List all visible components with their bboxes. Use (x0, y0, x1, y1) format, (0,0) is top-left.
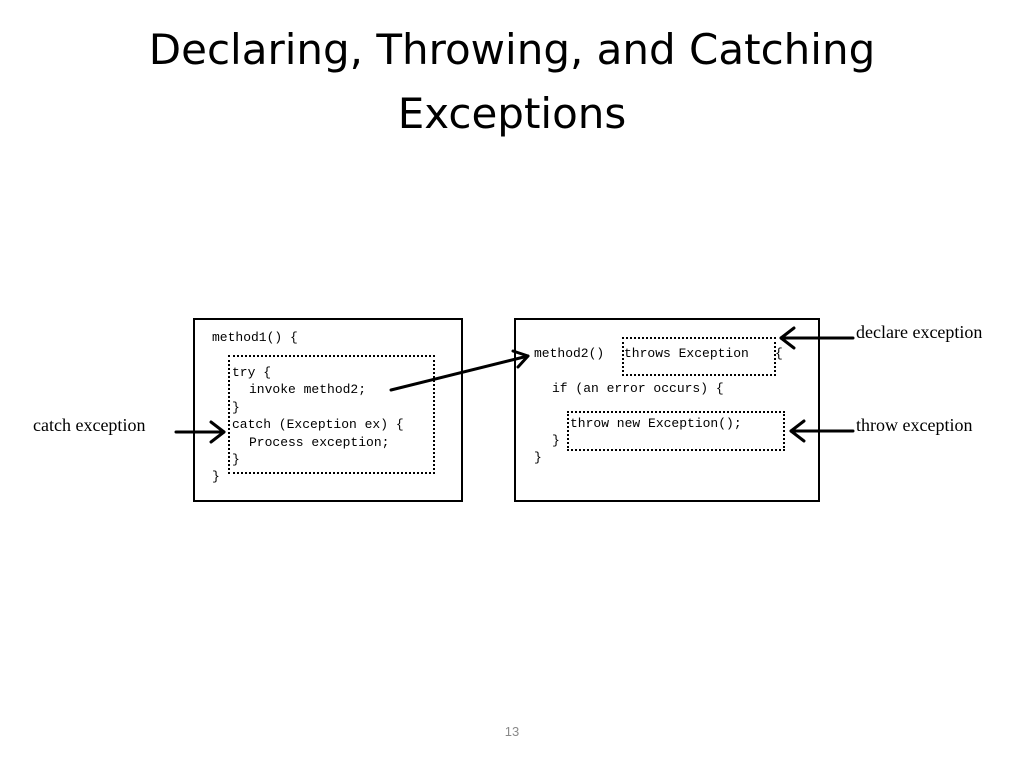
catch-arrow (174, 420, 226, 444)
if-line: if (an error occurs) { (552, 381, 724, 396)
try-catch-dotted-box (228, 355, 435, 474)
throw-exception-label: throw exception (856, 415, 973, 435)
invoke-line: invoke method2; (249, 382, 367, 397)
title-line-1: Declaring, Throwing, and Catching (148, 25, 876, 74)
method2-close-brace: } (534, 450, 542, 465)
declare-exception-label: declare exception (856, 322, 983, 342)
throw-line: throw new Exception(); (570, 416, 742, 431)
throws-clause-dotted-box (622, 337, 776, 376)
invoke-arrow (389, 349, 530, 392)
catch-exception-label: catch exception (33, 415, 146, 435)
throw-statement-dotted-box (567, 411, 785, 451)
throws-clause: throws Exception (624, 346, 749, 361)
method2-open-brace: { (775, 346, 783, 361)
method2-signature-name: method2() (534, 346, 605, 361)
throw-arrow (789, 419, 855, 443)
if-close-brace: } (552, 433, 560, 448)
try-line: try { (232, 365, 272, 380)
page-number: 13 (504, 724, 520, 739)
slide-title: Declaring, Throwing, and Catching Except… (0, 18, 1024, 146)
method1-close-brace: } (212, 469, 220, 484)
process-line: Process exception; (249, 435, 390, 450)
method1-box (193, 318, 463, 502)
method2-box (514, 318, 820, 502)
method1-signature: method1() { (212, 330, 298, 345)
catch-close-brace: } (232, 452, 240, 467)
title-line-2: Exceptions (397, 89, 627, 138)
declare-arrow (779, 326, 855, 350)
catch-line: catch (Exception ex) { (232, 417, 404, 432)
try-close-brace: } (232, 400, 240, 415)
